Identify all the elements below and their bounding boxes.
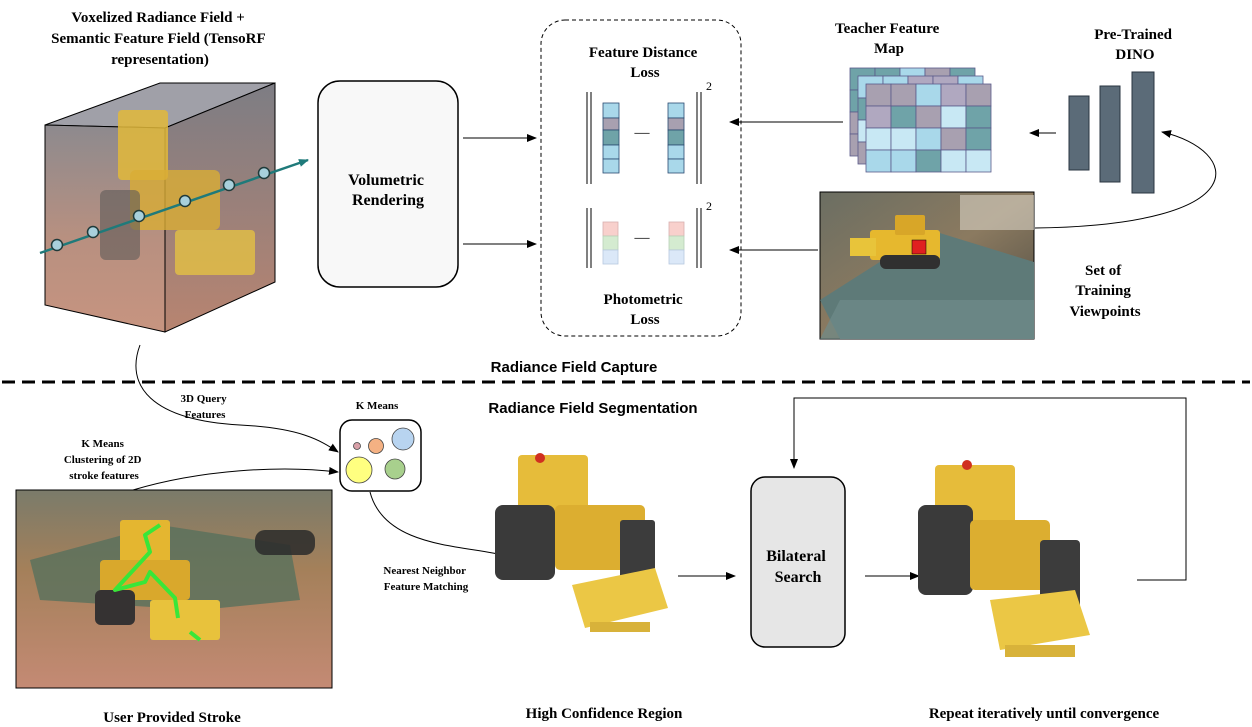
feature-map-cell <box>865 127 892 151</box>
feature-map-cell <box>965 149 992 173</box>
volumetric-rendering-box <box>317 80 459 288</box>
user-stroke <box>113 523 180 619</box>
squared-superscript: 2 <box>706 79 712 93</box>
iteration-loop-arrow <box>790 397 1187 581</box>
user-stroke-image <box>15 489 333 689</box>
feature-map-cell <box>915 127 942 151</box>
ray-sample-point <box>50 238 64 252</box>
training-viewpoints-label: Set of Training Viewpoints <box>1069 263 1140 320</box>
feature-map-cell <box>940 127 967 151</box>
repeat-label: Repeat iteratively until convergence <box>929 706 1160 722</box>
losses-box <box>540 19 742 337</box>
teacher-feature-map <box>849 67 992 173</box>
ray-sample-point <box>178 194 192 208</box>
feature-map-cell <box>890 149 917 173</box>
volumetric-rendering-label: Volumetric Rendering <box>348 172 428 209</box>
teacher-feature-map-label: Teacher Feature Map <box>835 21 943 57</box>
feature-map-cell <box>915 105 942 129</box>
clustering-label: K Means Clustering of 2D stroke features <box>64 438 144 482</box>
arrow-to-high-confidence <box>369 491 507 558</box>
nn-matching-label: Nearest Neighbor Feature Matching <box>383 565 468 593</box>
feature-map-cell <box>965 127 992 151</box>
high-confidence-label: High Confidence Region <box>526 706 683 722</box>
radiance-field-segmentation-label: Radiance Field Segmentation <box>488 400 697 417</box>
arrow-query-features <box>135 344 339 453</box>
minus-sign: — <box>634 230 651 246</box>
feature-map-cell <box>940 105 967 129</box>
voxel-cube <box>44 82 276 333</box>
arrow-images-to-dino <box>1034 130 1217 229</box>
ray-sample-point <box>257 166 271 180</box>
bilateral-search-box <box>750 476 846 648</box>
feature-map-cell <box>865 105 892 129</box>
feature-map-cell <box>965 83 992 107</box>
feature-map-cell <box>915 83 942 107</box>
feature-distance-formula: 2 — <box>586 79 712 184</box>
bilateral-search-label: Bilateral Search <box>766 548 830 586</box>
feature-map-cell <box>940 83 967 107</box>
feature-map-cell <box>965 105 992 129</box>
ray-sample-point <box>132 209 146 223</box>
feature-map-cell <box>890 127 917 151</box>
kmeans-clusters <box>339 419 422 492</box>
training-viewpoint-image <box>819 191 1035 340</box>
voxel-title: Voxelized Radiance Field + Semantic Feat… <box>51 10 269 68</box>
dino-label: Pre-Trained DINO <box>1094 27 1176 63</box>
feature-map-cell <box>915 149 942 173</box>
minus-sign: — <box>634 125 651 141</box>
ray-sample-point <box>222 178 236 192</box>
result-loader-image <box>918 460 1090 657</box>
feature-loss-label: Feature Distance Loss <box>589 45 701 81</box>
kmeans-title: K Means <box>356 400 399 412</box>
user-stroke-label: User Provided Stroke <box>103 710 241 726</box>
feature-map-cell <box>940 149 967 173</box>
radiance-field-capture-label: Radiance Field Capture <box>491 359 658 376</box>
sample-ray <box>39 158 309 255</box>
feature-map-cell <box>865 149 892 173</box>
dino-network <box>1068 71 1155 194</box>
ray-sample-point <box>86 225 100 239</box>
photometric-formula: 2 — <box>586 199 712 268</box>
photometric-loss-label: Photometric Loss <box>604 292 687 328</box>
query-features-label: 3D Query Features <box>181 393 230 421</box>
squared-superscript: 2 <box>706 199 712 213</box>
feature-map-cell <box>865 83 892 107</box>
voxel-loader-image <box>118 110 168 180</box>
high-confidence-region-image <box>495 453 668 632</box>
arrow-stroke-features <box>132 466 339 491</box>
feature-map-cell <box>890 83 917 107</box>
feature-map-cell <box>890 105 917 129</box>
